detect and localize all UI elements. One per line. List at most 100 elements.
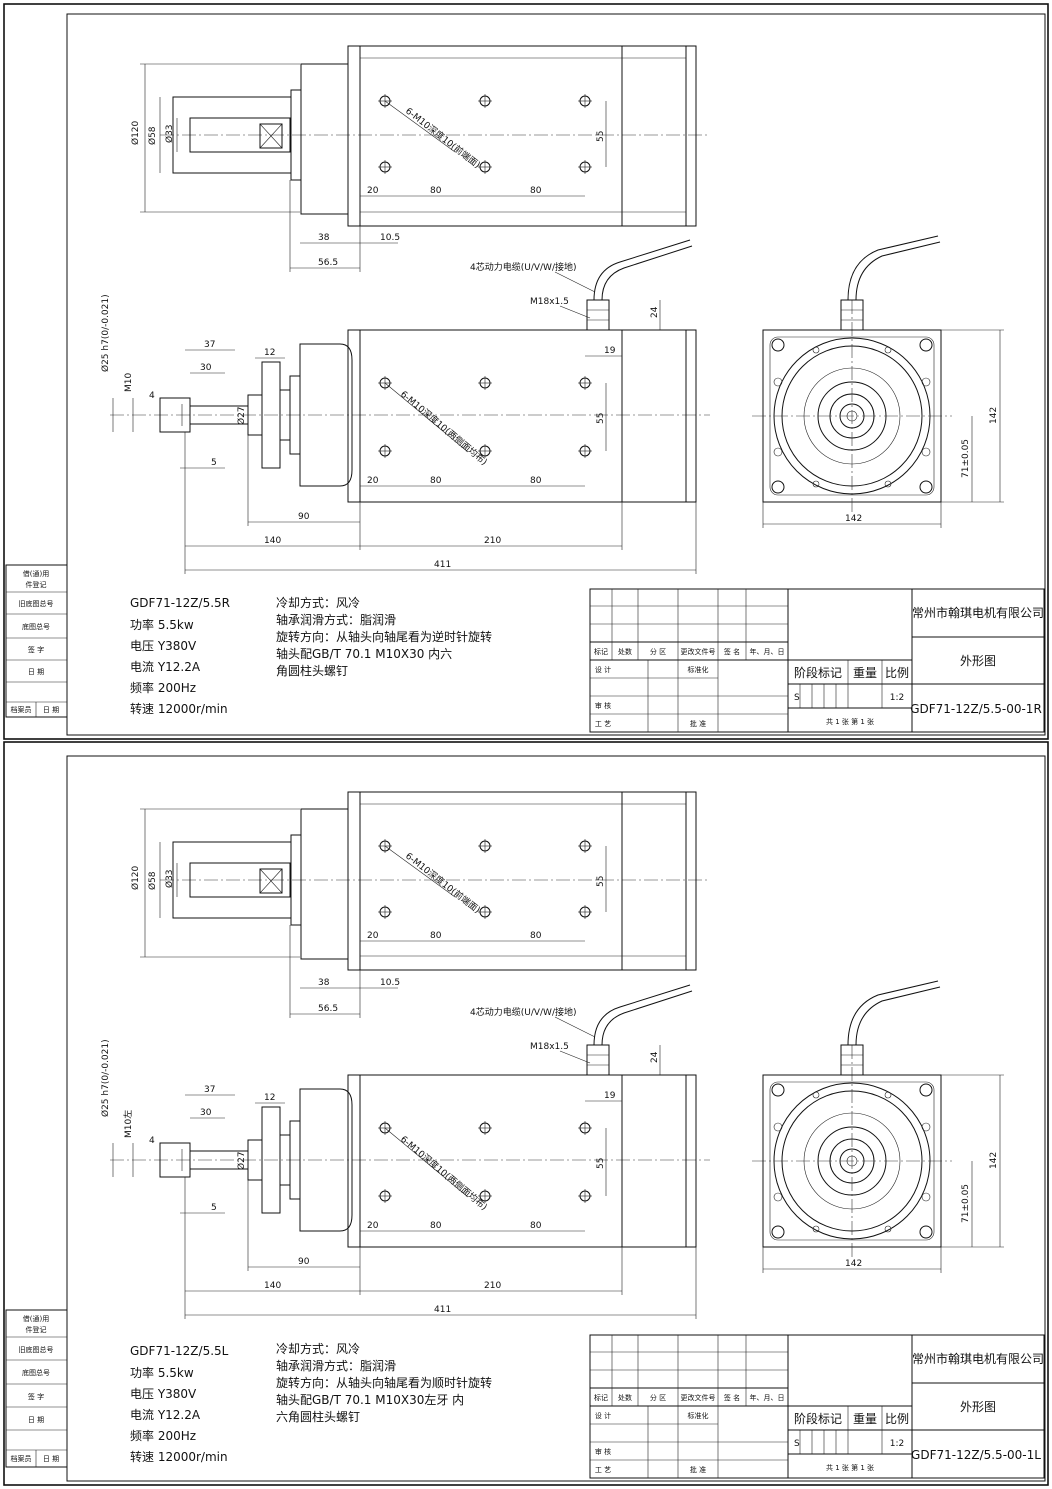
dim-label: 55 [596,413,606,424]
tb-label: 签 名 [724,1393,740,1402]
gland-label: M18x1.5 [530,1042,569,1052]
mounting-hole [578,1121,592,1135]
hole-callout: 6-M10深度10(前端面) [403,850,483,916]
mounting-hole [478,160,492,174]
dim-label: 80 [430,1221,442,1231]
mounting-hole [478,376,492,390]
mounting-hole [578,94,592,108]
motor-end-view: 142 71±0.05 142 [752,235,1004,528]
tb-sheets: 共 1 张 第 1 张 [826,1463,874,1472]
dim-label: 12 [264,1093,275,1103]
note-cooling: 冷却方式：风冷 [276,1341,360,1356]
tb-stage: 阶段标记 [794,665,842,680]
dim-label: 19 [604,1091,616,1101]
dim-label: Ø120 [130,120,141,145]
strip-label: 签 字 [28,645,44,654]
title-block: 标记 处数 分 区 更改文件号 签 名 年、月、日 设 计 标准化 审 核 工 … [589,1334,1045,1479]
dim-label: 20 [367,1221,379,1231]
mounting-hole [478,1121,492,1135]
tb-label: 审 核 [595,1447,611,1456]
note-screw: 轴头配GB/T 70.1 M10X30 内六 [276,646,452,661]
dim-label: 210 [484,536,501,546]
dim-label: 10.5 [380,233,400,243]
spec-block: GDF71-12Z/5.5L 功率 5.5kw 电压 Y380V 电流 Y12.… [130,1341,492,1464]
tb-label: 年、月、日 [750,647,785,656]
dim-label: 411 [434,1305,451,1315]
dim-label: 12 [264,348,275,358]
cable-gland [586,239,693,331]
tb-sheets: 共 1 张 第 1 张 [826,717,874,726]
dim-label: 80 [430,186,442,196]
mounting-hole [378,444,392,458]
cable-gland [586,984,693,1076]
tb-label: 设 计 [595,1411,611,1420]
drawing-number: GDF71-12Z/5.5-00-1R [910,702,1042,716]
dim-label: 142 [989,407,999,424]
model-name: GDF71-12Z/5.5L [130,1344,229,1358]
drawing-title: 外形图 [960,1400,996,1414]
tb-stage: 阶段标记 [794,1411,842,1426]
thread-label: M10 [124,373,134,392]
dim-label: Ø27 [236,1151,247,1170]
company-name: 常州市翰琪电机有限公司 [912,1351,1044,1366]
dim-label: Ø58 [147,126,158,145]
mounting-hole [578,839,592,853]
dim-label: 80 [530,186,542,196]
mounting-hole [378,905,392,919]
spec-speed: 转速 12000r/min [130,701,228,716]
tb-label: 工 艺 [595,720,611,728]
strip-label: 旧底图总号 [19,599,54,608]
strip-label: 旧底图总号 [19,1345,54,1354]
spec-current: 电流 Y12.2A [130,660,201,674]
tb-label: 设 计 [595,665,611,674]
gland-label: M18x1.5 [530,297,569,307]
dim-label: 4 [149,391,155,401]
dim-label: 20 [367,476,379,486]
tb-scale: 1:2 [890,1439,904,1449]
motor-top-view: 6-M10深度10(前端面) Ø120 Ø58 Ø33 55 20 80 80 … [130,45,710,272]
mounting-hole [478,94,492,108]
mounting-hole [478,1189,492,1203]
spec-voltage: 电压 Y380V [130,1387,197,1401]
dim-label: 140 [264,1281,281,1291]
dim-label: 24 [650,1051,660,1063]
mounting-hole [578,160,592,174]
spec-power: 功率 5.5kw [130,617,194,632]
dim-label: 24 [650,306,660,318]
dim-label: 90 [298,1257,310,1267]
dim-label: 411 [434,560,451,570]
strip-label: 借(通)用 [23,1314,49,1323]
note-screw-cont: 角圆柱头螺钉 [276,663,348,678]
mounting-hole [378,1189,392,1203]
motor-front-view: 6-M10深度10(两侧面均布) 4芯动力电缆(U/V/W/接地) M18x1.… [100,239,710,574]
dim-label: 71±0.05 [961,1184,971,1223]
mounting-hole [478,444,492,458]
dim-label: 80 [530,931,542,941]
strip-label: 底图总号 [22,1368,50,1377]
hole-callout: 6-M10深度10(两侧面均布) [398,1133,490,1213]
dim-label: 56.5 [318,258,338,268]
hole-callout: 6-M10深度10(前端面) [403,105,483,171]
dim-label: 38 [318,978,330,988]
tb-stage-s: S [794,1439,800,1449]
tb-scale: 1:2 [890,693,904,703]
motor-top-view: 6-M10深度10(前端面) Ø120 Ø58 Ø33 55 20 80 80 … [130,791,710,1018]
dim-label: Ø33 [164,124,175,143]
dim-label: 20 [367,931,379,941]
model-name: GDF71-12Z/5.5R [130,596,230,610]
tb-scale-label: 比例 [885,1412,909,1426]
dim-label: 30 [200,363,212,373]
dim-label: 142 [845,514,862,524]
tb-label: 签 名 [724,647,740,656]
tb-label: 分 区 [650,647,666,656]
dim-label: Ø27 [236,406,247,425]
strip-label: 日 期 [43,706,59,714]
dim-label: Ø25 h7(0/-0.021) [100,1039,111,1117]
mounting-hole [578,444,592,458]
strip-label: 档案员 [11,1454,32,1463]
tb-label: 批 准 [690,1465,706,1474]
dim-label: 80 [430,476,442,486]
dim-label: 56.5 [318,1004,338,1014]
tb-weight: 重量 [853,666,877,680]
